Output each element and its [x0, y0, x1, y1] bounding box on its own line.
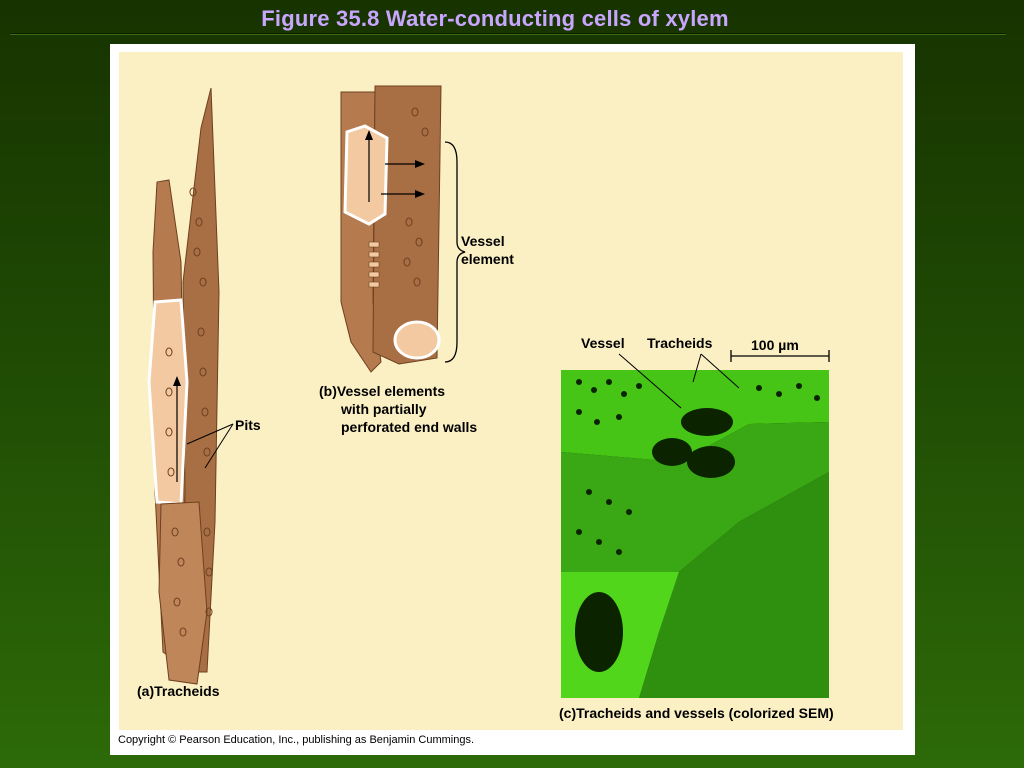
vessel-element-label-2: element [461, 251, 514, 267]
copyright-text: Copyright © Pearson Education, Inc., pub… [118, 734, 475, 746]
slide-title: Figure 35.8 Water-conducting cells of xy… [261, 6, 729, 31]
vessel-element-illustration [340, 85, 466, 373]
pits-label: Pits [235, 417, 261, 433]
tracheid-front [158, 501, 208, 685]
caption-b-line1: (b)Vessel elements [319, 383, 446, 399]
vessel-element-label-1: Vessel [461, 233, 505, 249]
caption-c: (c)Tracheids and vessels (colorized SEM) [559, 705, 834, 721]
caption-b-line3: perforated end walls [341, 419, 478, 435]
caption-b-line2: with partially [341, 401, 427, 417]
scale-bar-label: 100 µm [751, 337, 799, 353]
caption-a: (a)Tracheids [137, 683, 220, 699]
figure-panel: Pits (a)Tracheids (b)Vessel elements wit… [119, 52, 903, 730]
title-divider [10, 33, 1006, 35]
sem-tracheids-label: Tracheids [647, 335, 713, 351]
sem-image [561, 350, 830, 698]
tracheids-illustration [147, 85, 830, 698]
sem-vessel-label: Vessel [581, 335, 625, 351]
pit-dots [165, 187, 213, 637]
figure-card: Pits (a)Tracheids (b)Vessel elements wit… [110, 44, 915, 755]
